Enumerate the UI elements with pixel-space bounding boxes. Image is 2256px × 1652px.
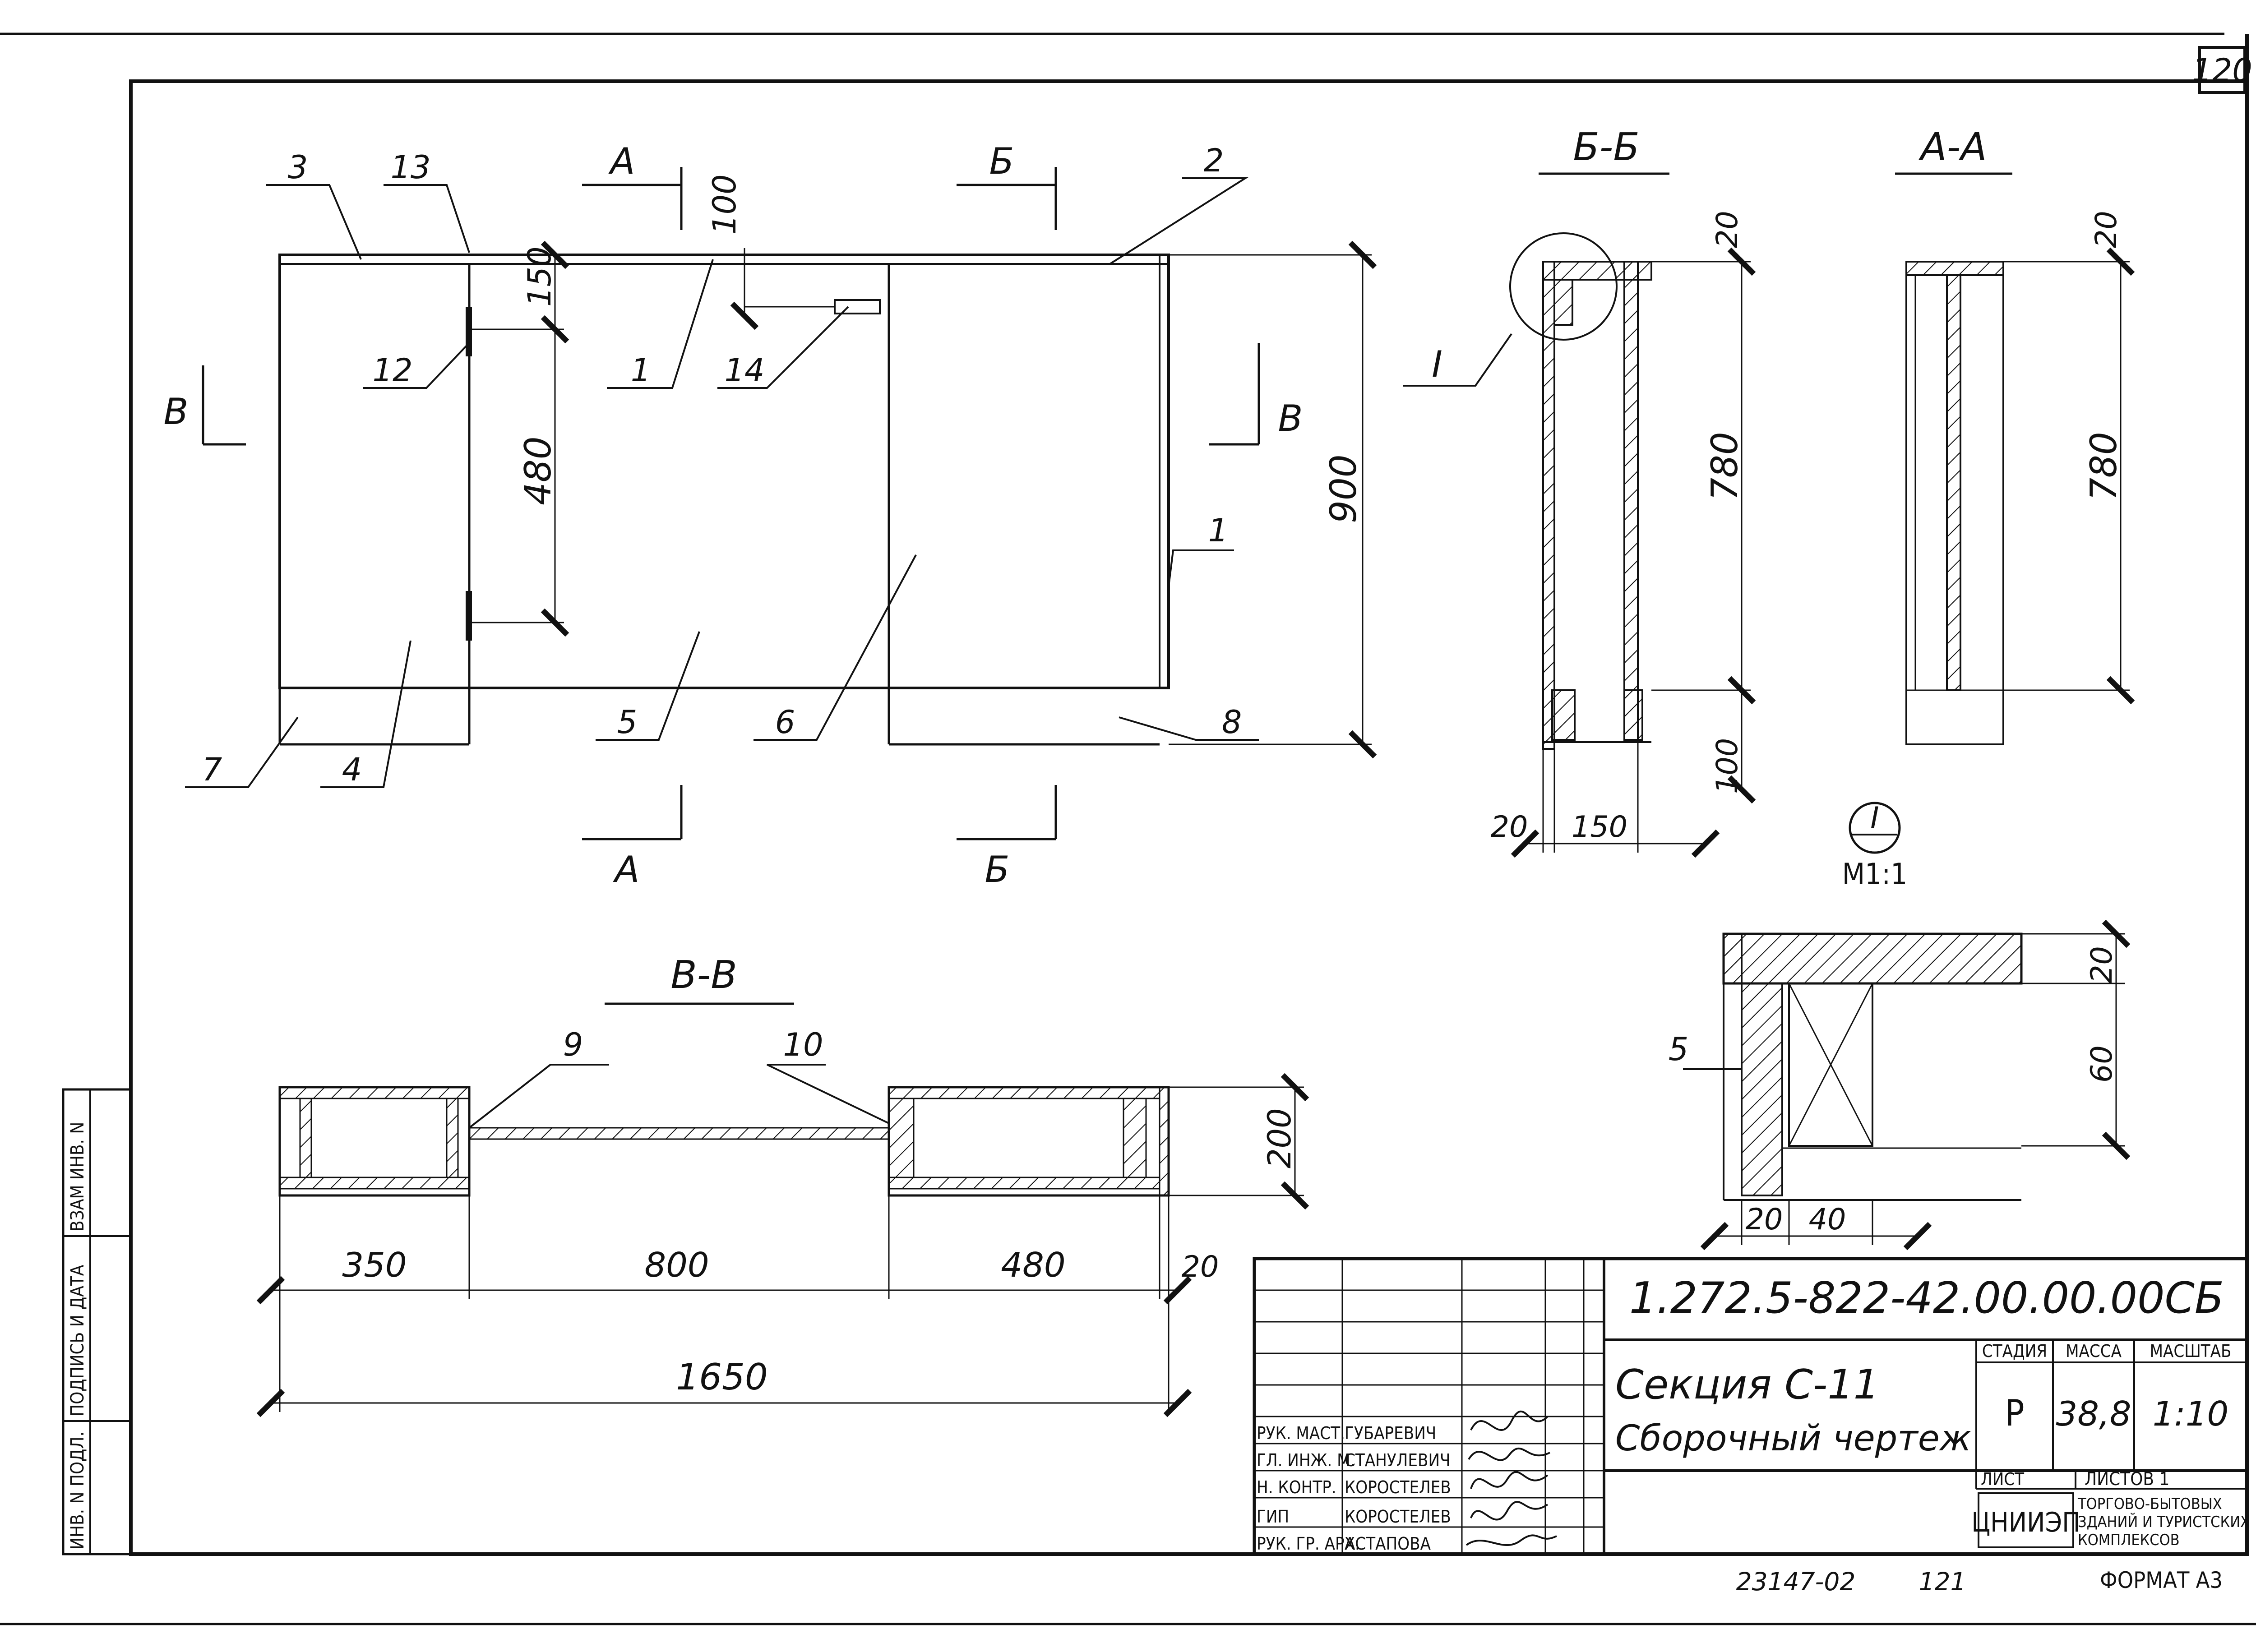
drawing-frame [129,79,2249,1556]
callout-9: 9 [563,1026,583,1063]
section-mark-a-top: А [608,140,635,182]
signer-role-3: Н. КОНТР. [1257,1477,1336,1497]
cabinet-outline [278,254,1170,689]
signatures [1465,1410,1557,1546]
mass-value: 38,8 [2056,1394,2131,1434]
section-mark-v-left: В [164,391,189,433]
callout-3: 3 [288,149,308,186]
node-dim-w20: 20 [1746,1203,1783,1237]
signer-name-2: СТАНУЛЕВИЧ [1345,1450,1450,1470]
callout-6: 6 [775,704,795,741]
section-mark-a-bottom: А [613,849,640,891]
signer-role-1: РУК. МАСТ. [1257,1423,1345,1443]
org-name-1: ТОРГОВО-БЫТОВЫХ [2077,1495,2222,1513]
callout-12: 12 [372,352,412,389]
sheets-label: ЛИСТОВ 1 [2085,1469,2169,1490]
format-label: ФОРМАТ А3 [2100,1567,2223,1593]
node-callout-5: 5 [1669,1031,1689,1068]
section-vv: В-В 9 10 200 350 800 480 20 1650 [256,953,1309,1417]
node-dim-60: 60 [2085,1045,2119,1083]
vv-dim-total: 1650 [676,1356,768,1398]
title-block: РУК. МАСТ. ГУБАРЕВИЧ ГЛ. ИНЖ. М. СТАНУЛЕ… [1253,1257,2250,1556]
mass-label: МАССА [2066,1341,2122,1361]
vv-dim-480: 480 [1001,1245,1065,1285]
callout-8: 8 [1222,704,1242,741]
title-line-1: Секция С-11 [1615,1361,1879,1408]
sheet-label: ЛИСТ [1981,1469,2024,1489]
bb-dim-780: 780 [1704,432,1746,501]
section-bb-title: Б-Б [1573,125,1639,170]
org-name-2: ЗДАНИЙ И ТУРИСТСКИХ [2078,1513,2250,1531]
handle [834,299,881,314]
section-aa: А-А 20 780 [1895,125,2135,745]
vv-dim-20: 20 [1182,1250,1219,1284]
signer-role-2: ГЛ. ИНЖ. М. [1257,1450,1355,1470]
stamp-replaces-inventory: ВЗАМ ИНВ. N [67,1122,88,1232]
stage-value: Р [2005,1392,2024,1434]
callout-1-right: 1 [1208,512,1229,549]
node-i-circle [1509,232,1618,341]
org-logo-box [1978,1492,2074,1548]
signer-role-4: ГИП [1257,1507,1289,1527]
stage-label: СТАДИЯ [1982,1341,2047,1361]
dim-900: 900 [1322,454,1364,523]
signer-name-1: ГУБАРЕВИЧ [1345,1423,1436,1443]
node-dim-w40: 40 [1809,1203,1846,1237]
callout-14: 14 [724,352,764,389]
bb-dim-100: 100 [1710,738,1744,794]
doc-code: 1.272.5-822-42.00.00.00СБ [1629,1274,2224,1323]
stamp-signature-date: ПОДПИСЬ И ДАТА [67,1264,88,1417]
aa-dim-780: 780 [2083,432,2125,501]
hinge-bottom [466,591,472,641]
section-vv-title: В-В [670,953,737,997]
page-number-box [2198,46,2246,94]
dim-150: 150 [521,246,558,307]
vv-dim-350: 350 [342,1245,407,1285]
node-i-scale: М1:1 [1842,858,1908,891]
section-mark-b-top: Б [989,140,1014,182]
callout-2: 2 [1204,142,1224,179]
callout-1-top: 1 [631,352,651,389]
node-i-symbol [1849,802,1901,854]
signer-name-5: АСТАПОВА [1345,1534,1431,1554]
node-dim-20: 20 [2085,946,2119,983]
margin-stamp: ИНВ. N ПОДЛ. ПОДПИСЬ И ДАТА ВЗАМ ИНВ. N [62,1088,132,1555]
page-number: 120 [2192,52,2252,89]
callout-4: 4 [342,751,362,788]
section-bb: Б-Б I 20 780 100 20 150 [1403,125,1756,858]
callout-13: 13 [390,149,430,186]
bb-dim-w20: 20 [1491,810,1528,844]
signer-name-4: КОРОСТЕЛЕВ [1345,1507,1451,1527]
section-mark-b-bottom: Б [985,849,1010,891]
aa-dim-20: 20 [2090,211,2123,248]
section-mark-v-right: В [1278,397,1303,439]
node-i-label: I [1870,801,1879,835]
scale-label: МАСШТАБ [2150,1341,2231,1361]
front-view: 100 150 480 900 3 13 2 12 1 14 1 7 4 5 6 [164,140,1377,891]
title-line-2: Сборочный чертеж [1615,1418,1971,1459]
bb-dim-20: 20 [1710,211,1744,248]
scale-value: 1:10 [2153,1394,2228,1434]
signer-role-5: РУК. ГР. АРХ. [1257,1534,1360,1554]
org-logo: ЦНИИЭП [1971,1507,2080,1538]
node-i-callout: I [1432,343,1442,385]
callout-7: 7 [202,751,222,788]
vv-dim-800: 800 [644,1245,709,1285]
org-name-3: КОМПЛЕКСОВ [2078,1531,2180,1549]
node-detail: I М1:1 5 20 60 20 40 [1669,801,2131,1251]
callout-5: 5 [617,704,638,741]
signer-name-3: КОРОСТЕЛЕВ [1345,1477,1451,1497]
callout-10: 10 [783,1026,823,1063]
footer-code: 23147-02 [1736,1567,1856,1596]
dim-480: 480 [517,436,559,505]
hinge-top [466,307,472,356]
vv-dim-200: 200 [1261,1108,1298,1168]
bb-dim-w150: 150 [1572,810,1627,844]
dim-100: 100 [706,174,743,235]
stamp-original-inventory: ИНВ. N ПОДЛ. [67,1431,88,1550]
footer-number: 121 [1919,1567,1966,1596]
section-aa-title: А-А [1919,125,1987,170]
